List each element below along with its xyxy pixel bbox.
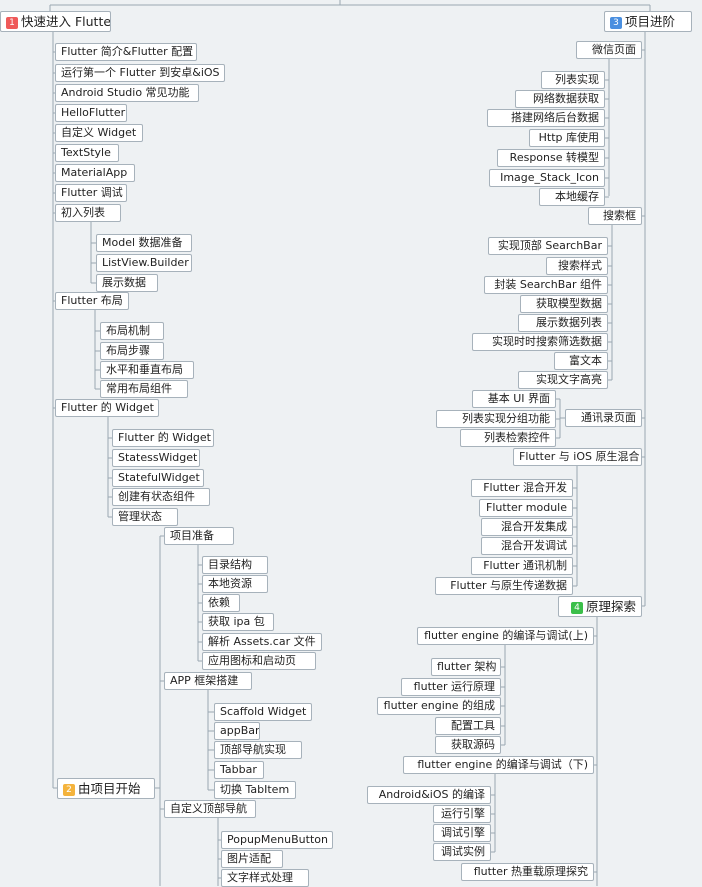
b3-wechat-item-2[interactable]: 搭建网络后台数据 [487, 109, 605, 127]
b1-layout-item-2[interactable]: 水平和垂直布局 [100, 361, 194, 379]
b3-item-wechat[interactable]: 微信页面 [576, 41, 642, 59]
b1-item-7[interactable]: Flutter 调试 [55, 184, 127, 202]
b4-down-item-1[interactable]: 运行引擎 [433, 805, 491, 823]
b2-prep-item-3[interactable]: 获取 ipa 包 [202, 613, 274, 631]
b3-contacts-item-0[interactable]: 基本 UI 界面 [472, 390, 556, 408]
branch-label: 快速进入 Flutter [21, 14, 111, 29]
b3-search-item-7[interactable]: 实现文字高亮 [518, 371, 608, 389]
b4-up-item-0[interactable]: flutter 架构 [431, 658, 501, 676]
b2-prep-item-0[interactable]: 目录结构 [202, 556, 268, 574]
b2-frame-item-3[interactable]: Tabbar [214, 761, 264, 779]
b4-down-item-0[interactable]: Android&iOS 的编译 [367, 786, 491, 804]
branch-label: 原理探索 [585, 599, 636, 614]
branch-label: 由项目开始 [78, 781, 141, 796]
branch-number-badge: 4 [570, 602, 583, 614]
b3-hybrid-item-2[interactable]: 混合开发集成 [481, 518, 573, 536]
b3-search-item-6[interactable]: 富文本 [554, 352, 608, 370]
b3-item-searchbox[interactable]: 搜索框 [588, 207, 642, 225]
b1-item-4[interactable]: 自定义 Widget [55, 124, 143, 142]
b1-item-6[interactable]: MaterialApp [55, 164, 135, 182]
b4-up-item-3[interactable]: 配置工具 [435, 717, 501, 735]
b2-nav-item-2[interactable]: 文字样式处理 [221, 869, 309, 887]
b1-list-item-0[interactable]: Model 数据准备 [96, 234, 192, 252]
b3-hybrid-item-1[interactable]: Flutter module [479, 499, 573, 517]
branch-number-badge: 1 [6, 17, 18, 29]
b3-hybrid-item-0[interactable]: Flutter 混合开发 [471, 479, 573, 497]
b1-widget-item-4[interactable]: 管理状态 [112, 508, 178, 526]
b2-item-0[interactable]: 项目准备 [164, 527, 234, 545]
b3-search-item-3[interactable]: 获取模型数据 [520, 295, 608, 313]
b1-widget-item-2[interactable]: StatefulWidget [112, 469, 204, 487]
b3-wechat-item-1[interactable]: 网络数据获取 [515, 90, 605, 108]
b1-layout-item-1[interactable]: 布局步骤 [100, 342, 164, 360]
b1-layout-item-0[interactable]: 布局机制 [100, 322, 164, 340]
b4-item-hot-reload[interactable]: flutter 热重载原理探究 [461, 863, 594, 881]
b3-wechat-item-4[interactable]: Response 转模型 [497, 149, 605, 167]
b3-wechat-item-5[interactable]: Image_Stack_Icon [489, 169, 605, 187]
b3-wechat-item-3[interactable]: Http 库使用 [529, 129, 605, 147]
b3-search-item-5[interactable]: 实现时时搜索筛选数据 [472, 333, 608, 351]
b2-nav-item-0[interactable]: PopupMenuButton [221, 831, 333, 849]
branch-number-badge: 3 [610, 17, 622, 29]
b3-search-item-1[interactable]: 搜索样式 [546, 257, 608, 275]
b4-item-engine-up[interactable]: flutter engine 的编译与调试(上) [417, 627, 594, 645]
b2-prep-item-2[interactable]: 依赖 [202, 594, 240, 612]
b1-item-9[interactable]: Flutter 布局 [55, 292, 129, 310]
b1-list-item-2[interactable]: 展示数据 [96, 274, 158, 292]
b2-frame-item-0[interactable]: Scaffold Widget [214, 703, 312, 721]
b3-search-item-4[interactable]: 展示数据列表 [518, 314, 608, 332]
b2-frame-item-4[interactable]: 切换 TabItem [214, 781, 296, 799]
b4-down-item-2[interactable]: 调试引擎 [433, 824, 491, 842]
b1-item-2[interactable]: Android Studio 常见功能 [55, 84, 199, 102]
b3-search-item-0[interactable]: 实现顶部 SearchBar [488, 237, 608, 255]
b1-item-8[interactable]: 初入列表 [55, 204, 121, 222]
b2-nav-item-1[interactable]: 图片适配 [221, 850, 283, 868]
branch-number-badge: 2 [63, 784, 75, 796]
b4-item-engine-down[interactable]: flutter engine 的编译与调试（下) [403, 756, 594, 774]
b3-contacts-item-2[interactable]: 列表检索控件 [460, 429, 556, 447]
b2-prep-item-5[interactable]: 应用图标和启动页 [202, 652, 316, 670]
b1-layout-item-3[interactable]: 常用布局组件 [100, 380, 188, 398]
branch-label: 项目进阶 [625, 14, 676, 29]
b2-prep-item-4[interactable]: 解析 Assets.car 文件 [202, 633, 322, 651]
b1-item-3[interactable]: HelloFlutter [55, 104, 127, 122]
b2-item-2[interactable]: 自定义顶部导航 [164, 800, 256, 818]
b4-up-item-1[interactable]: flutter 运行原理 [401, 678, 501, 696]
b4-up-item-2[interactable]: flutter engine 的组成 [377, 697, 501, 715]
b1-widget-item-0[interactable]: Flutter 的 Widget [112, 429, 214, 447]
b3-search-item-2[interactable]: 封装 SearchBar 组件 [484, 276, 608, 294]
b2-prep-item-1[interactable]: 本地资源 [202, 575, 268, 593]
b1-widget-item-1[interactable]: StatessWidget [112, 449, 200, 467]
b1-widget-item-3[interactable]: 创建有状态组件 [112, 488, 210, 506]
b3-wechat-item-0[interactable]: 列表实现 [541, 71, 605, 89]
b1-item-10[interactable]: Flutter 的 Widget [55, 399, 159, 417]
b1-item-0[interactable]: Flutter 简介&Flutter 配置 [55, 43, 197, 61]
b2-frame-item-2[interactable]: 顶部导航实现 [214, 741, 302, 759]
b3-item-contacts[interactable]: 通讯录页面 [565, 409, 642, 427]
b4-up-item-4[interactable]: 获取源码 [435, 736, 501, 754]
b3-wechat-item-6[interactable]: 本地缓存 [539, 188, 605, 206]
b3-hybrid-item-5[interactable]: Flutter 与原生传递数据 [435, 577, 573, 595]
b4-down-item-3[interactable]: 调试实例 [433, 843, 491, 861]
b1-item-1[interactable]: 运行第一个 Flutter 到安卓&iOS [55, 64, 225, 82]
b3-item-hybrid[interactable]: Flutter 与 iOS 原生混合 [513, 448, 642, 466]
b3-hybrid-item-3[interactable]: 混合开发调试 [481, 537, 573, 555]
b1-list-item-1[interactable]: ListView.Builder [96, 254, 192, 272]
b2-frame-item-1[interactable]: appBar [214, 722, 260, 740]
b3-hybrid-item-4[interactable]: Flutter 通讯机制 [471, 557, 573, 575]
b1-item-5[interactable]: TextStyle [55, 144, 119, 162]
b2-item-1[interactable]: APP 框架搭建 [164, 672, 252, 690]
b3-contacts-item-1[interactable]: 列表实现分组功能 [436, 410, 556, 428]
